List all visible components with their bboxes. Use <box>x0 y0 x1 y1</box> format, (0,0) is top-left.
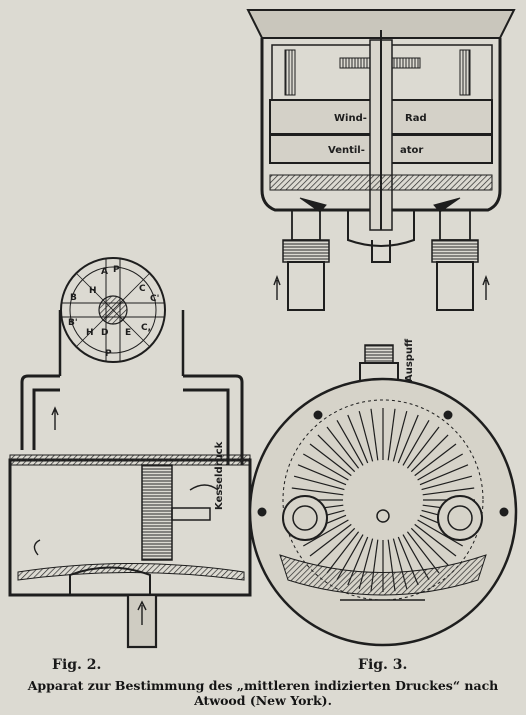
radial-slot <box>317 434 356 473</box>
radial-slot <box>309 523 352 557</box>
auspuff-fitting <box>364 344 394 364</box>
radial-slot <box>414 443 457 477</box>
figure-caption: Apparat zur Bestimmung des „mittleren in… <box>20 678 506 708</box>
label-ventil: Ventil- <box>328 145 365 156</box>
radial-slot <box>406 426 440 469</box>
letter-b-prime: B' <box>68 318 78 328</box>
radial-slot <box>402 420 430 466</box>
radial-slot <box>397 414 419 464</box>
dial-letters: A P B H C C' B' H D E C, P <box>68 265 159 359</box>
radial-slot <box>336 420 364 466</box>
dial <box>60 257 166 363</box>
radial-slot <box>297 464 347 486</box>
label-wind: Wind- <box>334 113 367 124</box>
radial-slot <box>414 523 457 557</box>
caption-line-2: Atwood (New York). <box>194 693 332 708</box>
letter-p-bottom: P <box>105 349 112 359</box>
piston-drum <box>141 464 173 561</box>
letter-c: C <box>139 284 146 294</box>
radial-slot <box>303 453 349 481</box>
letter-d: D <box>101 328 108 338</box>
radial-slot <box>422 487 475 496</box>
letter-h-top: H <box>89 286 97 296</box>
radial-slot <box>317 527 356 566</box>
figure-3 <box>246 9 518 647</box>
radial-slot <box>347 414 369 464</box>
letter-e: E <box>125 328 131 338</box>
radial-slot <box>291 487 344 496</box>
radial-slot <box>326 426 360 469</box>
radial-slot <box>309 443 352 477</box>
caption-line-1: Apparat zur Bestimmung des „mittleren in… <box>27 678 499 693</box>
radial-slot <box>303 519 349 547</box>
radial-slot <box>387 408 396 461</box>
fig3-labels: Wind- Rad Ventil- ator <box>328 113 427 156</box>
letter-c-prime: C' <box>150 294 159 304</box>
radial-slot <box>358 410 374 462</box>
radial-slot <box>326 531 360 574</box>
figure-2-caption: Fig. 2. <box>52 657 102 673</box>
radial-slot <box>410 527 449 566</box>
radial-slot <box>406 531 440 574</box>
radial-slot <box>370 408 379 461</box>
pipe-loop <box>20 374 244 465</box>
letter-c-lower: C, <box>141 323 151 333</box>
radial-slot <box>417 519 463 547</box>
radial-slot <box>410 434 449 473</box>
radial-slot <box>417 453 463 481</box>
left-nozzle <box>282 197 330 311</box>
label-rad: Rad <box>405 113 427 124</box>
kesseldruck-label: Kesseldruck <box>214 441 225 510</box>
letter-p-top: P <box>113 265 120 275</box>
radial-slot <box>293 475 345 491</box>
letter-a: A <box>101 267 108 277</box>
figure-2 <box>8 257 252 649</box>
letter-h-bottom: H <box>86 328 94 338</box>
radial-slot <box>392 410 408 462</box>
figure-3-caption: Fig. 3. <box>358 657 408 673</box>
right-nozzle <box>431 197 479 311</box>
letter-b: B <box>70 293 77 303</box>
label-ator: ator <box>400 145 423 156</box>
radial-slot <box>421 475 473 491</box>
radial-slot <box>419 464 469 486</box>
label-auspuff: Auspuff <box>404 338 415 382</box>
